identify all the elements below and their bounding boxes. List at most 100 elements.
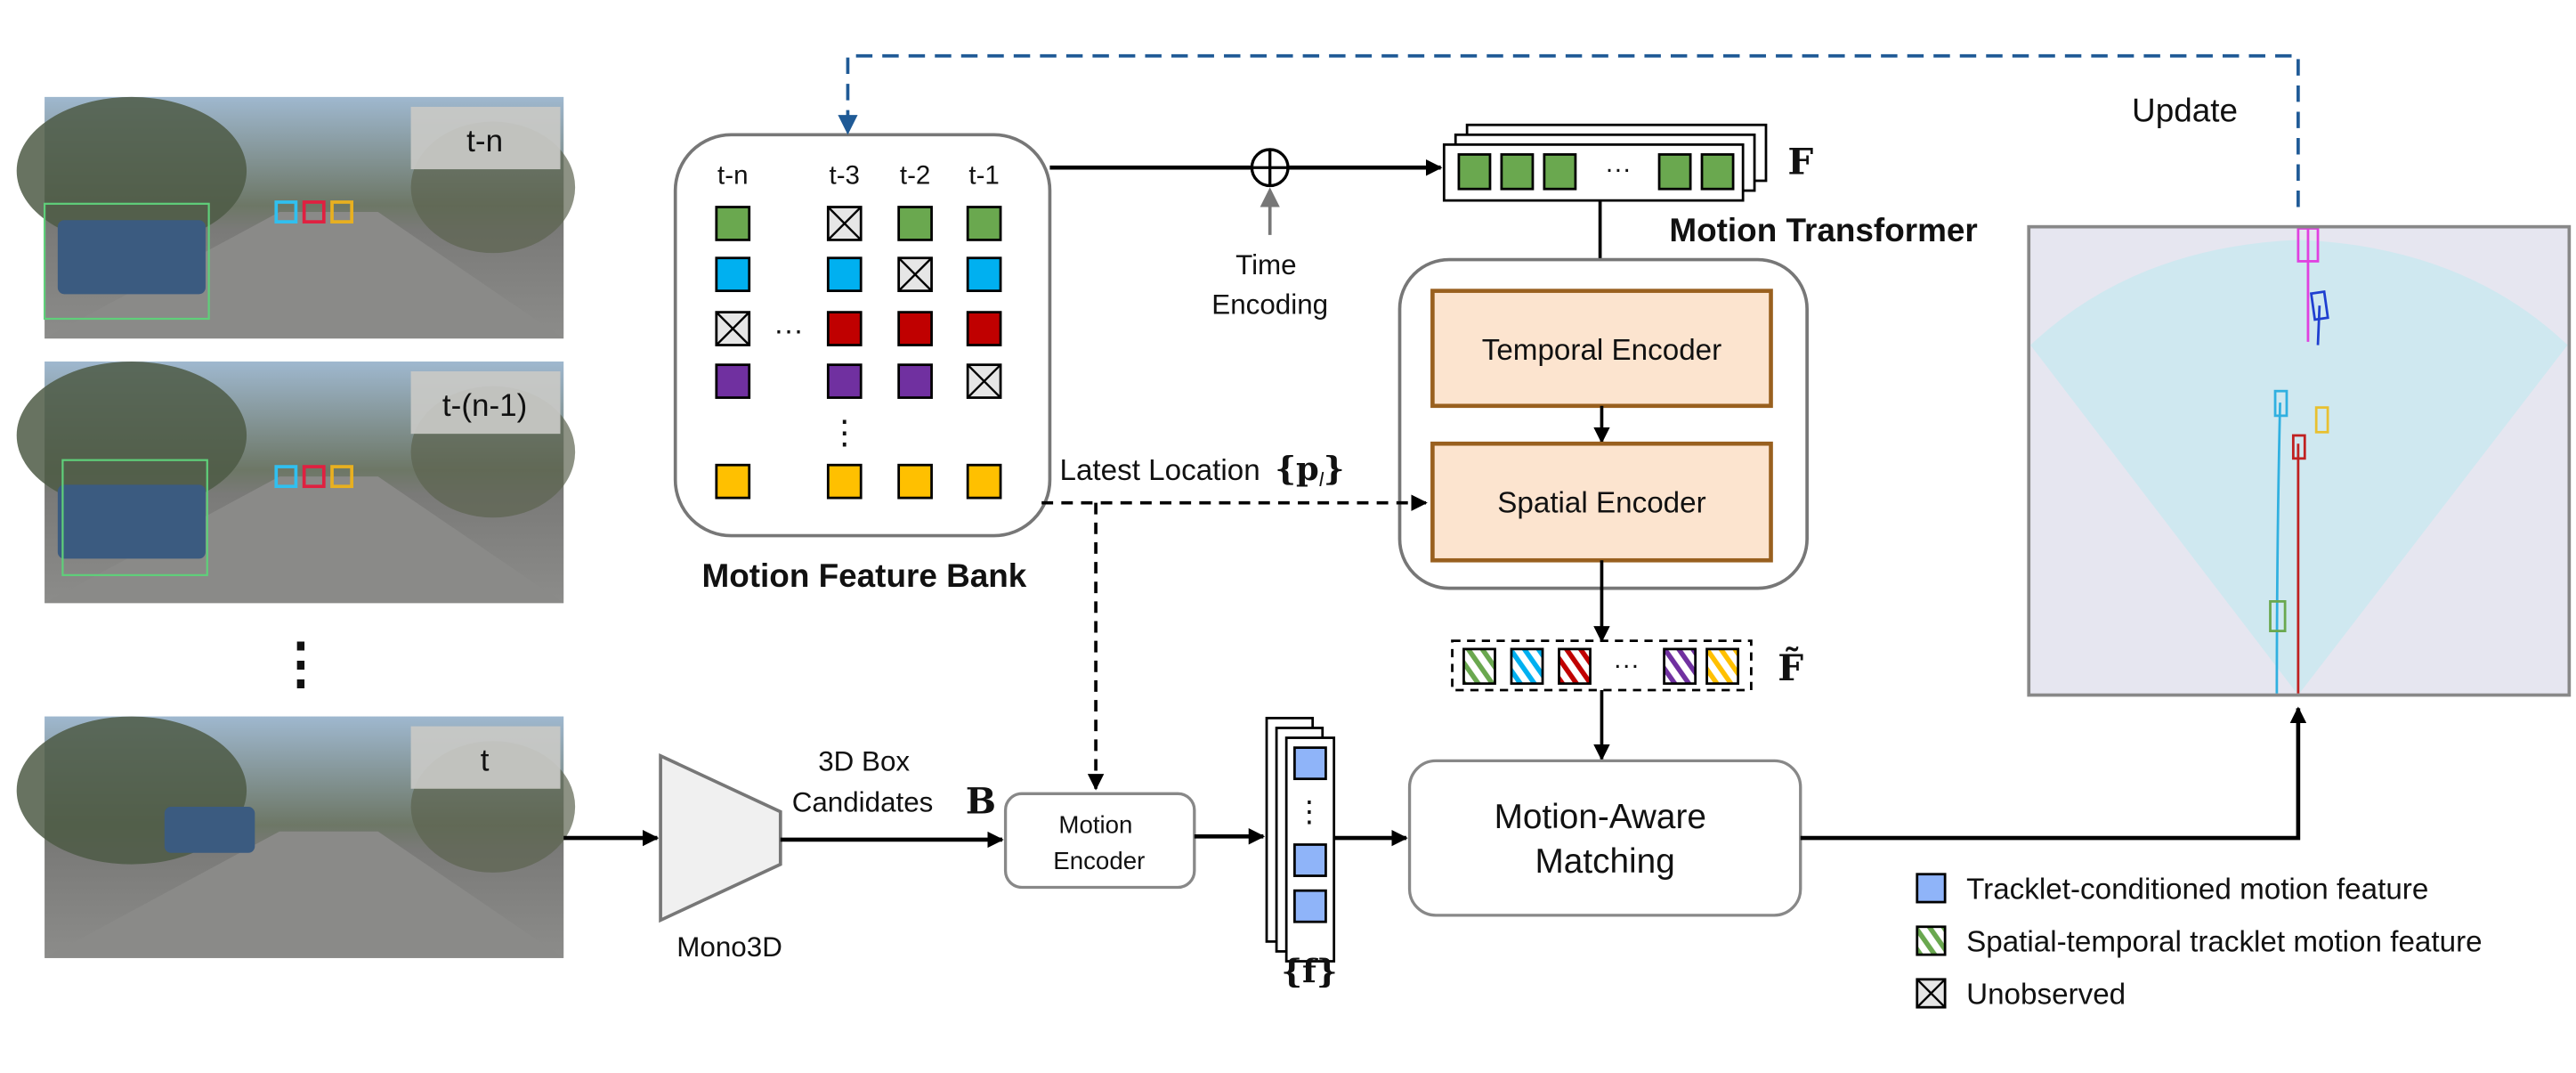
bank-column-label: t-2 bbox=[900, 161, 930, 191]
bank-feature-cell bbox=[897, 311, 933, 346]
feature-F-symbol: F bbox=[1787, 141, 1813, 183]
track-box bbox=[2297, 228, 2320, 263]
bank-feature-cell bbox=[826, 463, 863, 500]
legend-swatch bbox=[1916, 873, 1947, 904]
feature-F-ellipsis: ··· bbox=[1605, 154, 1632, 183]
frame-label: t-n bbox=[466, 124, 503, 159]
detection-box bbox=[330, 465, 354, 489]
latest-location-label: Latest Location {pl} bbox=[1059, 449, 1344, 491]
update-loop-arrow bbox=[838, 53, 2300, 207]
spatial-encoder-block: Spatial Encoder bbox=[1430, 441, 1773, 563]
add-operator-icon bbox=[1250, 148, 1290, 188]
3d-box bbox=[43, 202, 210, 321]
box-candidates-symbol: B bbox=[966, 779, 996, 822]
legend-item-solid: Tracklet-conditioned motion feature bbox=[1916, 873, 2428, 906]
frame-label: t bbox=[481, 743, 490, 777]
car bbox=[57, 484, 206, 559]
feature-F-cell bbox=[1457, 153, 1492, 191]
frames-ellipsis: ⋮ bbox=[273, 632, 329, 695]
legend-item-unobserved: Unobserved bbox=[1916, 978, 2126, 1011]
svg-text:···: ··· bbox=[1613, 651, 1640, 680]
feature-F-cell bbox=[1543, 153, 1577, 191]
track-box bbox=[2314, 406, 2329, 434]
motion-transformer-title: Motion Transformer bbox=[1669, 212, 1977, 248]
matching-to-bev-arrow bbox=[1800, 706, 2307, 841]
motion-feature-bank: t-n t-3 t-2 t-1 ··· ⋮ Motion Feature Bank bbox=[673, 133, 1052, 594]
feature-F-stack: ··· F bbox=[1442, 123, 1813, 202]
bank-column-label: t-1 bbox=[968, 161, 999, 191]
bank-feature-cell bbox=[966, 311, 1002, 346]
update-label: Update bbox=[2132, 93, 2238, 129]
feature-F-cell bbox=[1700, 153, 1735, 191]
bank-feature-cell bbox=[966, 206, 1002, 241]
svg-text:Spatial Encoder: Spatial Encoder bbox=[1497, 487, 1705, 520]
svg-text:⋮: ⋮ bbox=[1294, 796, 1324, 829]
hatched-feature-cell bbox=[1916, 925, 1947, 956]
legend-label: Spatial-temporal tracklet motion feature bbox=[1966, 925, 2482, 958]
bank-column-label: t-3 bbox=[830, 161, 860, 191]
svg-text:Motion-Aware Matching: Motion-Aware Matching bbox=[1495, 798, 1716, 881]
track-box bbox=[2269, 600, 2287, 632]
bank-column-label: t-n bbox=[717, 161, 748, 191]
feature-f-stack: ⋮ {f} bbox=[1265, 717, 1338, 991]
3d-box bbox=[61, 459, 208, 576]
time-encoding-label: Time Encoding bbox=[1211, 249, 1328, 320]
bank-feature-cell bbox=[897, 363, 933, 399]
bank-feature-cell bbox=[826, 363, 863, 399]
legend-label: Tracklet-conditioned motion feature bbox=[1966, 873, 2428, 906]
hatched-feature-cell bbox=[1510, 647, 1544, 686]
track-line bbox=[2316, 305, 2321, 345]
timestamp-badge bbox=[410, 106, 561, 170]
frame-label: t-(n-1) bbox=[442, 388, 527, 423]
detection-box bbox=[274, 200, 298, 224]
motion-aware-matching-block: Motion-Aware Matching bbox=[1407, 759, 1802, 917]
temporal-encoder-block: Temporal Encoder bbox=[1430, 289, 1773, 409]
legend-item-hatched: Spatial-temporal tracklet motion feature bbox=[1916, 925, 2483, 958]
car bbox=[164, 807, 255, 853]
svg-text:F̃: F̃ bbox=[1778, 646, 1803, 689]
svg-text:Motion Encoder: Motion Encoder bbox=[1053, 811, 1145, 875]
bank-feature-cell bbox=[715, 463, 751, 500]
hatched-feature-cell bbox=[1462, 647, 1496, 686]
feature-F-cell bbox=[1657, 153, 1692, 191]
svg-text:Temporal Encoder: Temporal Encoder bbox=[1482, 334, 1721, 367]
hatched-feature-cell bbox=[1663, 647, 1697, 686]
svg-text:Mono3D: Mono3D bbox=[676, 931, 782, 963]
car bbox=[57, 220, 206, 295]
motion-encoder-block: Motion Encoder bbox=[1003, 792, 1196, 890]
bank-feature-cell bbox=[966, 256, 1002, 293]
track-line bbox=[2275, 402, 2281, 694]
feature-F-cell bbox=[1500, 153, 1535, 191]
detection-box bbox=[330, 200, 354, 224]
timestamp-badge bbox=[410, 371, 561, 435]
bank-feature-cell bbox=[897, 206, 933, 241]
bank-feature-cell bbox=[966, 463, 1002, 500]
bank-v-ellipsis: ⋮ bbox=[828, 414, 861, 451]
camera-frame-0: t-n bbox=[16, 96, 576, 339]
bank-feature-cell bbox=[715, 363, 751, 399]
camera-frame-2: t bbox=[16, 716, 576, 958]
camera-frame-1: t-(n-1) bbox=[16, 361, 576, 604]
svg-text:{f}: {f} bbox=[1281, 952, 1337, 991]
bank-h-ellipsis: ··· bbox=[774, 314, 803, 347]
legend: Tracklet-conditioned motion featureSpati… bbox=[1916, 873, 2483, 1011]
box-candidates-label: 3D Box Candidates bbox=[792, 745, 934, 817]
bev-tracking-view bbox=[2027, 224, 2572, 697]
bank-feature-cell bbox=[715, 206, 751, 241]
bank-feature-cell bbox=[826, 256, 863, 293]
hatched-feature-cell bbox=[1705, 647, 1740, 686]
mono3d-block: Mono3D bbox=[659, 752, 782, 963]
bank-feature-cell bbox=[826, 311, 863, 346]
bank-feature-cell bbox=[715, 256, 751, 293]
hatched-feature-cell bbox=[1558, 647, 1592, 686]
detection-box bbox=[274, 465, 298, 489]
detection-box bbox=[302, 465, 326, 489]
feature-F-tilde: ··· F̃ bbox=[1451, 639, 1803, 692]
timestamp-badge bbox=[410, 726, 561, 789]
bank-feature-cell bbox=[897, 463, 933, 500]
feature-bank-title: Motion Feature Bank bbox=[701, 557, 1026, 594]
track-box bbox=[2309, 290, 2329, 321]
legend-label: Unobserved bbox=[1966, 978, 2126, 1011]
detection-box bbox=[302, 200, 326, 224]
